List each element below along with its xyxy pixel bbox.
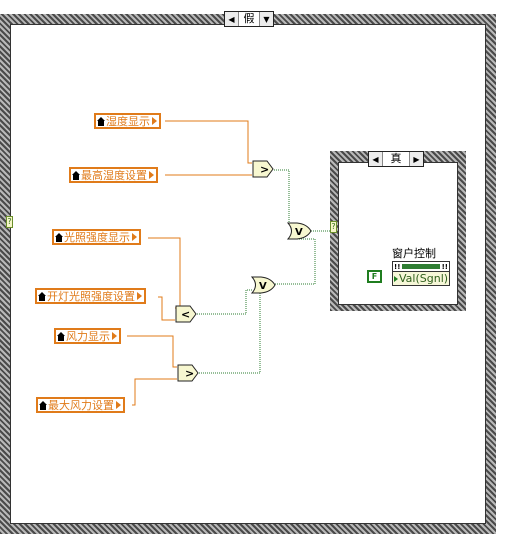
property-node-bar <box>402 264 440 269</box>
boolean-wires <box>197 169 330 374</box>
house-icon <box>38 291 46 301</box>
less-symbol: < <box>181 308 190 321</box>
case-next-arrow-icon[interactable]: ▶ <box>413 154 420 164</box>
greater-than-function-1[interactable]: > <box>252 160 274 178</box>
numeric-wires <box>127 120 252 406</box>
outer-case-selector-tunnel[interactable]: ? <box>6 216 13 228</box>
property-node-control-label: 窗户控制 <box>392 247 436 260</box>
inner-case-selector-tunnel[interactable]: ? <box>330 221 337 233</box>
greater-than-function-2[interactable]: > <box>177 364 199 382</box>
triangle-icon <box>116 401 121 409</box>
wire-light-setting <box>158 296 175 321</box>
local-label: 光照强度显示 <box>64 231 130 244</box>
inner-case-selector-label: 真 <box>382 152 410 166</box>
or-symbol: V <box>259 281 267 292</box>
boolean-constant-false[interactable]: F <box>367 270 382 283</box>
wire-gt1-to-or1 <box>274 169 290 225</box>
property-node-row[interactable]: Val(Sgnl) <box>393 271 449 285</box>
property-node[interactable]: !! !! Val(Sgnl) <box>392 261 450 286</box>
house-icon <box>39 400 47 410</box>
local-label: 最大风力设置 <box>48 399 114 412</box>
wire-or2-to-or1 <box>275 238 316 285</box>
case-dropdown-arrow-icon[interactable]: ▼ <box>263 14 270 24</box>
triangle-icon <box>149 171 154 179</box>
local-label: 湿度显示 <box>106 115 150 128</box>
inner-case-selector[interactable]: ◀ 真 ▶ <box>368 151 424 167</box>
wire-wind-display <box>127 335 177 368</box>
triangle-icon <box>112 332 117 340</box>
local-max-wind-setting[interactable]: 最大风力设置 <box>36 397 125 413</box>
input-arrow-icon <box>394 275 398 282</box>
or-function-1[interactable]: V <box>287 222 312 240</box>
wire-gt2-to-or2 <box>199 293 261 374</box>
or-function-2[interactable]: V <box>251 276 276 294</box>
wire-lt-to-or2 <box>197 289 253 315</box>
wire-humidity <box>165 120 252 164</box>
property-name: Val(Sgnl) <box>399 272 449 285</box>
triangle-icon <box>137 292 142 300</box>
property-node-header: !! !! <box>393 262 449 271</box>
or-symbol: V <box>295 227 303 238</box>
less-than-function[interactable]: < <box>175 305 197 323</box>
triangle-icon <box>132 233 137 241</box>
local-humidity-display[interactable]: 湿度显示 <box>94 113 161 129</box>
local-max-humidity-setting[interactable]: 最高湿度设置 <box>69 167 158 183</box>
case-prev-arrow-icon[interactable]: ◀ <box>372 154 379 164</box>
local-light-intensity-display[interactable]: 光照强度显示 <box>52 229 141 245</box>
wire-max-wind <box>132 378 177 406</box>
greater-symbol: > <box>185 367 194 380</box>
wire-light-display <box>148 237 181 309</box>
local-label: 开灯光照强度设置 <box>47 290 135 303</box>
triangle-icon <box>152 117 157 125</box>
house-icon <box>55 232 63 242</box>
outer-case-selector[interactable]: ◀ 假 ▼ <box>224 11 274 27</box>
local-wind-display[interactable]: 风力显示 <box>54 328 121 344</box>
greater-symbol: > <box>260 163 269 176</box>
house-icon <box>57 331 65 341</box>
house-icon <box>72 170 80 180</box>
local-light-on-intensity-setting[interactable]: 开灯光照强度设置 <box>35 288 146 304</box>
outer-case-selector-label: 假 <box>238 12 260 26</box>
local-label: 最高湿度设置 <box>81 169 147 182</box>
local-label: 风力显示 <box>66 330 110 343</box>
house-icon <box>97 116 105 126</box>
case-prev-arrow-icon[interactable]: ◀ <box>228 14 235 24</box>
